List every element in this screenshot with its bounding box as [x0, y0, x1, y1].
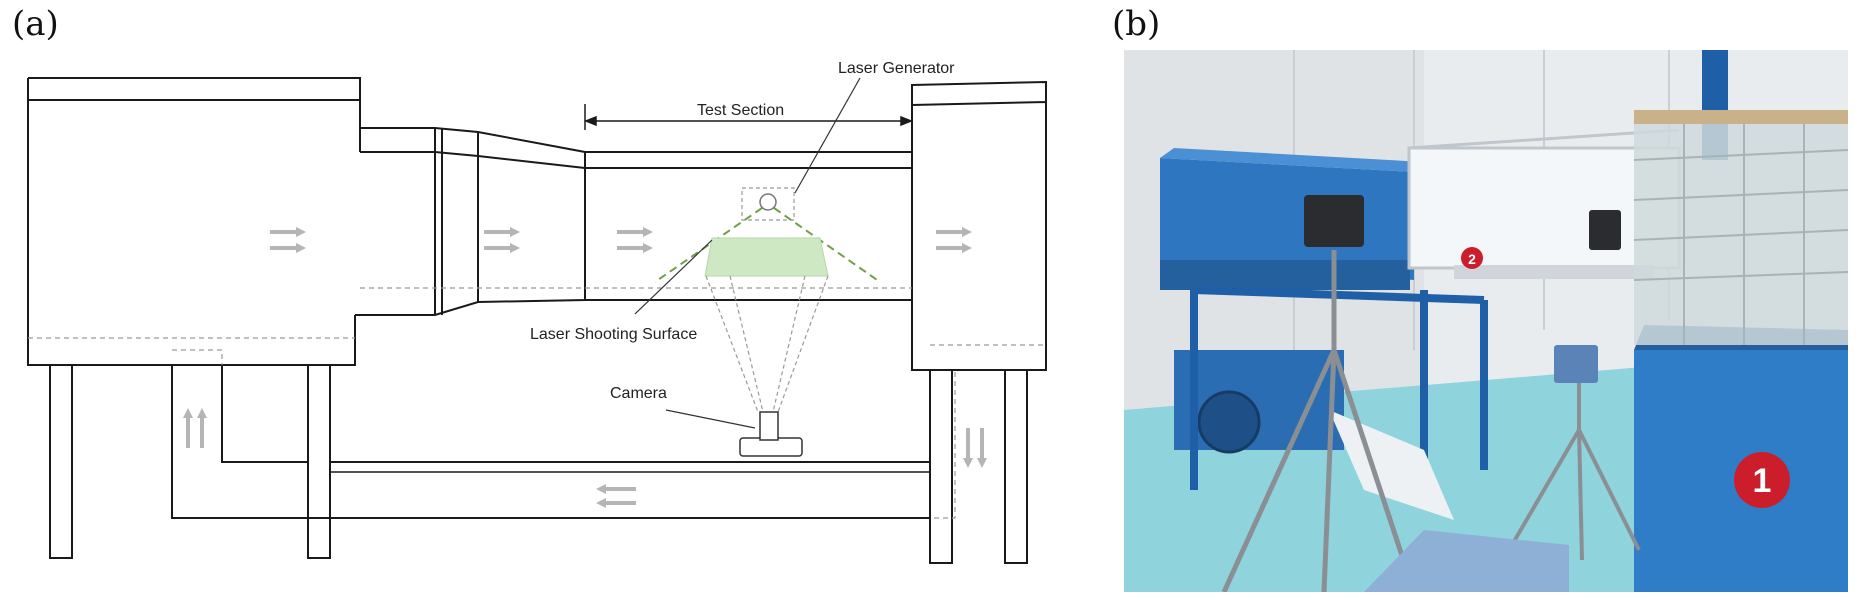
test-section — [585, 151, 912, 301]
leg-4 — [1004, 369, 1028, 564]
laser-generator-label: Laser Generator — [838, 60, 955, 77]
camera-icon — [739, 411, 803, 457]
leg-1 — [49, 364, 73, 559]
motor — [1197, 390, 1261, 454]
flow-arrow-up — [183, 408, 207, 448]
leg-2 — [307, 364, 331, 559]
flow-arrow-left — [596, 484, 636, 508]
wind-tunnel-diagram: Test Section Laser Generator Laser Shoot… — [27, 60, 1047, 564]
badge-2-text: 2 — [1468, 251, 1476, 267]
flow-arrow-1 — [270, 227, 306, 253]
laser-unit — [1589, 210, 1621, 250]
laser-beams — [654, 207, 881, 283]
work-bench — [1454, 265, 1654, 279]
panel-label-a: (a) — [12, 4, 59, 44]
hidden-lines — [28, 287, 1046, 519]
contraction-section — [355, 127, 586, 316]
camera-body-right — [1554, 345, 1598, 383]
camera-fov — [705, 275, 829, 413]
camera-leader — [665, 409, 756, 429]
lab-photo: 1 2 — [1124, 50, 1848, 592]
settling-chamber — [27, 77, 361, 366]
leg-3 — [929, 369, 953, 564]
tripod-left — [1221, 250, 1417, 592]
laser-generator-icon — [759, 193, 777, 211]
diffuser-box — [911, 80, 1047, 371]
tunnel-stand — [1190, 286, 1488, 490]
lab-photo-illustration: 1 2 — [1124, 50, 1848, 592]
flow-arrows — [183, 227, 987, 508]
return-pipe — [1329, 410, 1454, 520]
laser-generator-leader — [794, 77, 861, 194]
tunnel-outline — [27, 77, 1047, 564]
test-section-dimension — [583, 104, 914, 130]
laser-surface-label: Laser Shooting Surface — [530, 326, 697, 343]
laser-sheet — [704, 237, 829, 277]
glass-model-grid — [1633, 120, 1848, 345]
camera-label: Camera — [610, 385, 667, 402]
badge-1-text: 1 — [1753, 462, 1772, 500]
flow-arrow-2 — [484, 227, 520, 253]
flow-arrow-down — [963, 428, 987, 468]
return-duct — [171, 365, 930, 519]
foreground-box — [1364, 530, 1569, 592]
test-section-label: Test Section — [697, 102, 784, 119]
camera-body-left — [1304, 195, 1364, 247]
flow-arrow-3 — [617, 227, 653, 253]
badge-1 — [1734, 452, 1790, 508]
flow-arrow-4 — [936, 227, 972, 253]
laser-surface-leader — [634, 239, 713, 315]
tripod-right — [1507, 380, 1641, 561]
blue-tunnel-unit — [1160, 158, 1414, 280]
panel-label-b: (b) — [1112, 4, 1161, 44]
badge-2 — [1461, 247, 1483, 269]
